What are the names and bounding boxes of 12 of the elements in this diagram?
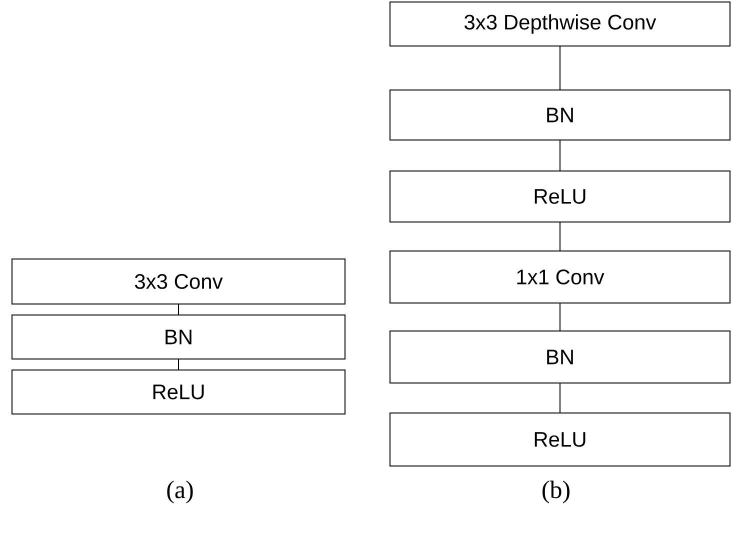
layer-box: BN bbox=[390, 90, 730, 140]
layer-box: ReLU bbox=[390, 170, 730, 222]
subfigure-label: (a) bbox=[167, 480, 193, 504]
connector-line bbox=[178, 359, 179, 370]
layer-box: ReLU bbox=[12, 370, 346, 414]
layer-box: BN bbox=[390, 330, 730, 384]
layer-box: 3x3 Conv bbox=[12, 258, 346, 304]
layer-box: ReLU bbox=[390, 412, 730, 466]
layer-box: BN bbox=[12, 314, 346, 360]
layer-box: 1x1 Conv bbox=[390, 250, 730, 304]
layer-box: 3x3 Depthwise Conv bbox=[390, 2, 730, 46]
connector-line bbox=[178, 304, 179, 315]
